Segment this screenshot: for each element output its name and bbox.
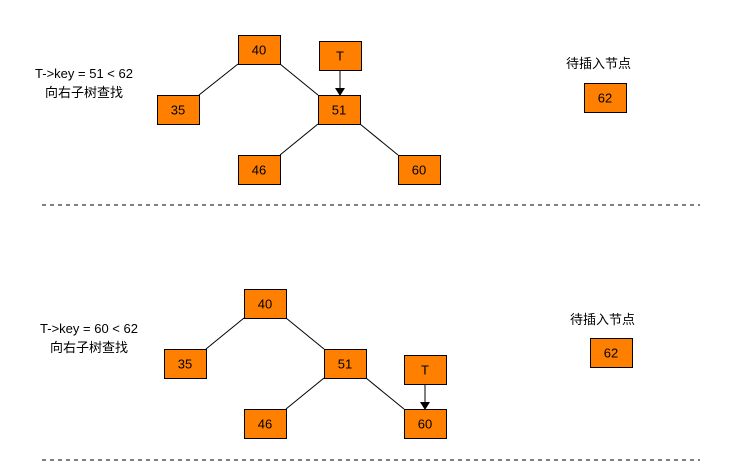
panel1-node-40-label: 40 [252, 43, 266, 58]
panel1-node-60-label: 60 [412, 163, 426, 178]
panel1-node-46-label: 46 [252, 163, 266, 178]
panel1-node-51-label: 51 [332, 103, 346, 118]
panel2-node-60-label: 60 [418, 417, 432, 432]
panel1-node-60 [398, 155, 441, 185]
panel2-note: T->key = 60 < 62 向右子树查找 [19, 319, 159, 357]
panel2-pending-label: 待插入节点 [570, 312, 636, 327]
panel2-pending-node-label: 62 [604, 346, 618, 361]
panel1-node-51 [318, 95, 361, 125]
panel2-node-35-label: 35 [178, 357, 192, 372]
panel2-node-51-label: 51 [338, 357, 352, 372]
panel2-edge-n40-n51 [285, 317, 325, 350]
panel1-edge-n40-n35 [198, 63, 239, 96]
panel1-node-40 [238, 35, 281, 65]
panel1-pointer-T-label: T [336, 49, 344, 64]
panel1-node-35 [157, 95, 200, 125]
panel2-node-60 [404, 409, 447, 439]
panel1-pending-label: 待插入节点 [566, 56, 632, 71]
panel1-edge-n40-n51 [279, 63, 319, 96]
panel1-edge-n51-n60 [359, 123, 399, 156]
panel2-edge-n51-n46 [285, 377, 325, 410]
panel2-node-46 [244, 409, 287, 439]
panel1-pending-node [584, 83, 627, 113]
panel2-node-51 [324, 349, 367, 379]
panel2-action: 向右子树查找 [49, 340, 128, 355]
panel1-note: T->key = 51 < 62 向右子树查找 [14, 64, 154, 102]
panel2-condition: T->key = 60 < 62 [40, 321, 138, 336]
panel2-pointer-T-label: T [421, 363, 429, 378]
panel1-edge-n51-n46 [279, 123, 319, 156]
panel2-node-40-label: 40 [258, 297, 272, 312]
panel1-node-35-label: 35 [171, 103, 185, 118]
panel2-pointer-T [404, 355, 447, 385]
panel2-node-40 [244, 289, 287, 319]
panel2-node-35 [164, 349, 207, 379]
panel1-action: 向右子树查找 [44, 85, 123, 100]
panel2-edge-n51-n60 [365, 377, 405, 410]
panel1-pointer-T [319, 41, 362, 71]
panel1-pending-node-label: 62 [598, 91, 612, 106]
panel2-pending-node [590, 338, 633, 368]
panel1-node-46 [238, 155, 281, 185]
panel2-edge-n40-n35 [205, 317, 245, 350]
panel1-condition: T->key = 51 < 62 [35, 66, 133, 81]
panel2-node-46-label: 46 [258, 417, 272, 432]
